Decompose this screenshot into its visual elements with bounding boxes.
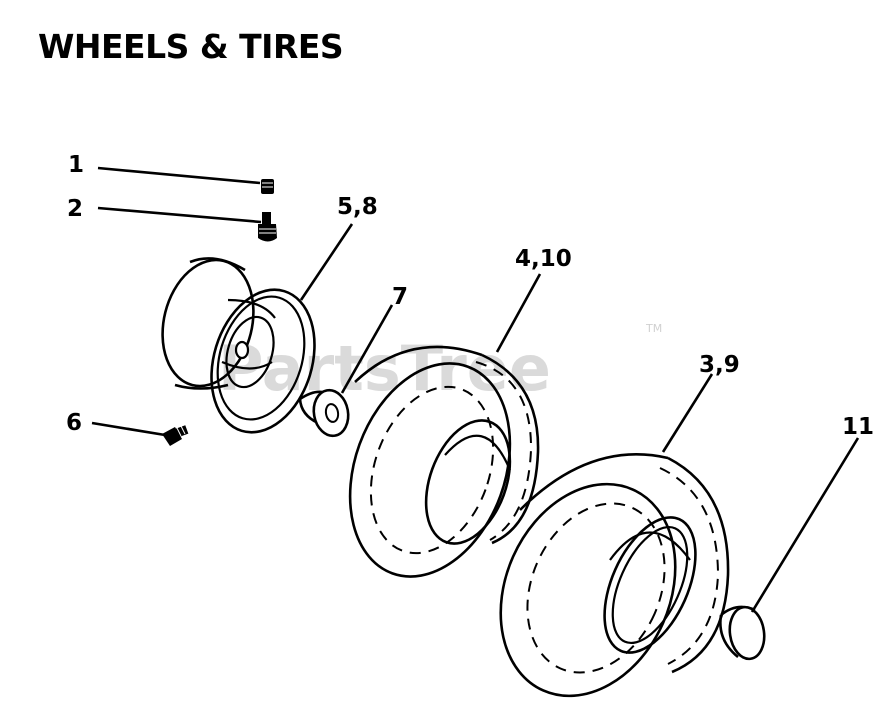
callout-1: 1 (68, 152, 84, 178)
tire-large-part (499, 453, 730, 698)
spacer-cap-part (719, 605, 766, 661)
leader-lines (91, 166, 860, 613)
lug-bolt-part (162, 425, 189, 446)
tire-small-part (348, 345, 540, 578)
callout-11: 11 (842, 414, 874, 440)
valve-cap-part (261, 179, 274, 194)
callout-6: 6 (66, 410, 82, 436)
page-title: WHEELS & TIRES (38, 27, 344, 66)
rim-flange-part (210, 288, 316, 434)
watermark-trademark: TM (645, 322, 662, 335)
callout-7: 7 (392, 284, 408, 310)
valve-stem-part (258, 212, 277, 242)
callout-3-9: 3,9 (699, 352, 740, 378)
wheel-rim-part (161, 257, 276, 390)
callout-4-10: 4,10 (515, 246, 572, 272)
callout-2: 2 (67, 196, 83, 222)
callout-5-8: 5,8 (337, 194, 378, 220)
bushing-part (298, 388, 350, 438)
